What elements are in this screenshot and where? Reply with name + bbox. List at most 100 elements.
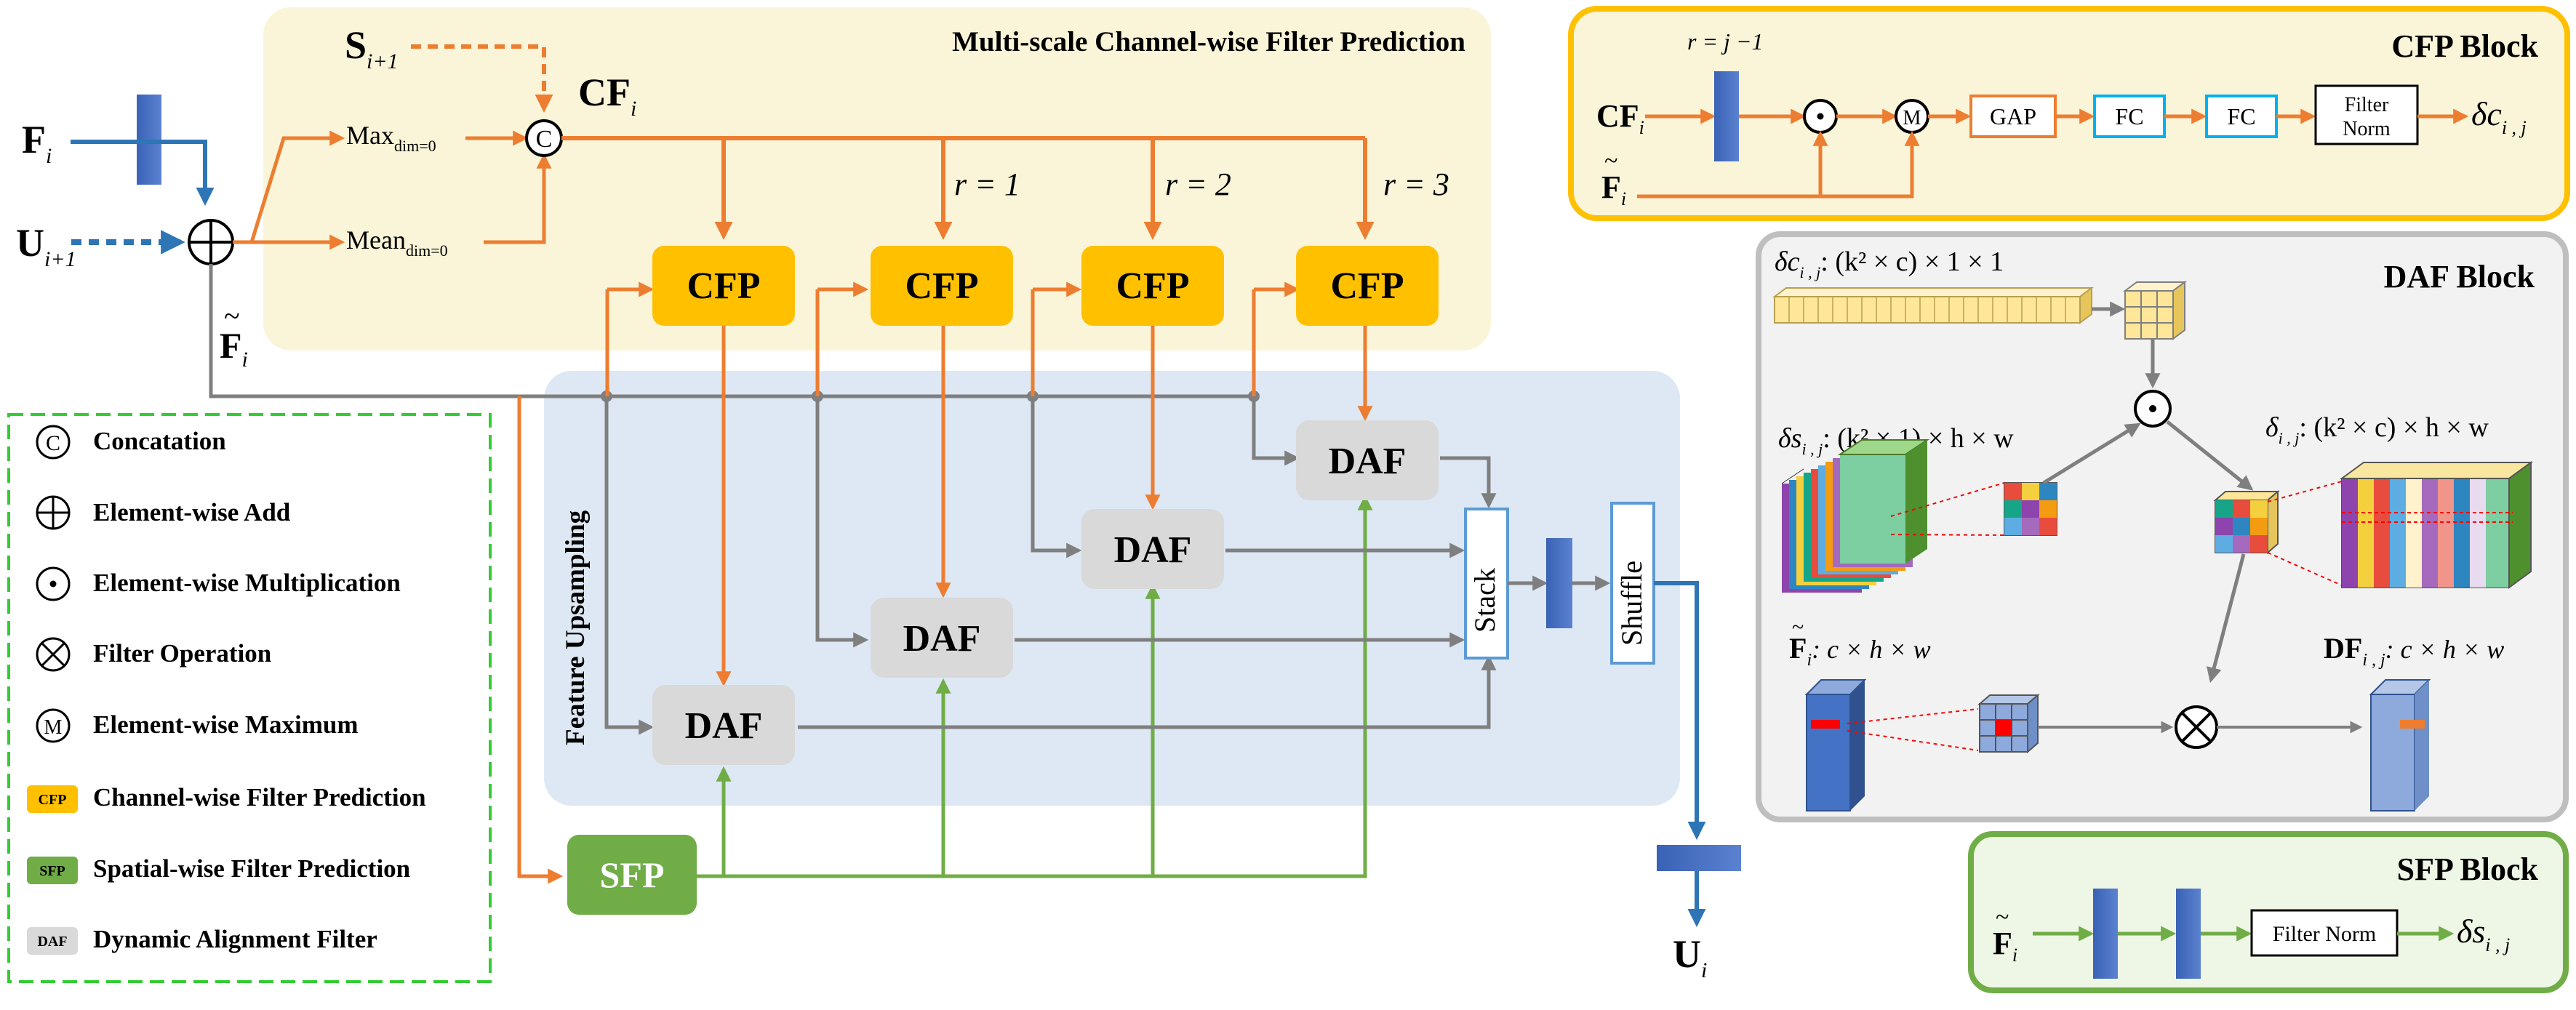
add-node: [188, 219, 234, 265]
feature-upsampling-label: Feature Upsampling: [561, 510, 591, 745]
svg-text:FC: FC: [2227, 103, 2255, 129]
shuffle-box: Shuffle: [1610, 502, 1655, 665]
cfp-box-4: CFP: [1296, 246, 1439, 326]
sfp-block-ftilde: Fi: [1993, 926, 2017, 966]
daf-block-filter-op: [2175, 705, 2218, 749]
spatial-filter-cube: [2004, 482, 2057, 536]
full-filter-volume: [2339, 461, 2534, 589]
cfp-block-feature-bar: [1714, 71, 1739, 161]
svg-text:DAF: DAF: [1114, 529, 1192, 571]
cfp-block-max: M: [1895, 99, 1929, 134]
cfp-block-output: δci , j: [2471, 95, 2527, 138]
daf-block-mul: [2134, 390, 2172, 428]
svg-text:CFP: CFP: [1330, 265, 1404, 307]
upsample-feature-bar: [1546, 538, 1572, 628]
sfp-block-bar-1: [2093, 889, 2118, 979]
sfp-box: SFP: [567, 835, 697, 915]
daf-block-df: DFi , j: c × h × w: [2324, 632, 2504, 670]
cfp-block-mul: [1803, 99, 1838, 134]
output-feature-block: [2369, 679, 2431, 811]
output-u: Ui: [1673, 932, 1707, 982]
svg-text:M: M: [44, 716, 63, 739]
svg-text:GAP: GAP: [1990, 103, 2036, 129]
max-op: Maxdim=0: [346, 121, 436, 155]
input-u: Ui+1: [16, 221, 76, 271]
concat-node: C: [525, 119, 563, 157]
cfp-block-fc-1: FC: [2093, 95, 2166, 138]
daf-box-3: DAF: [1081, 509, 1224, 589]
spatial-filter-stack: [1781, 439, 1930, 593]
daf-block-ftilde-mark: ~: [1792, 615, 1804, 639]
sfp-block-filter-norm: Filter Norm: [2250, 909, 2399, 957]
f-tilde-mark: ~: [224, 300, 240, 332]
legend-text-cfp: Channel-wise Filter Prediction: [93, 783, 426, 811]
daf-box-1: DAF: [652, 685, 795, 765]
cf-label: CFi: [578, 71, 636, 121]
legend-box: [7, 413, 492, 983]
svg-text:DAF: DAF: [1329, 441, 1407, 482]
f-tilde-label: Fi: [220, 325, 248, 372]
daf-box-4: DAF: [1296, 420, 1439, 500]
svg-text:C: C: [46, 431, 60, 455]
input-f: Fi: [22, 118, 52, 168]
svg-text:Filter Norm: Filter Norm: [2273, 922, 2377, 946]
svg-text:M: M: [1903, 107, 1921, 129]
svg-text:CFP: CFP: [905, 265, 978, 307]
local-patch-cube: [1977, 693, 2040, 754]
svg-text:Filter: Filter: [2345, 94, 2389, 116]
legend-text-max: Element-wise Maximum: [93, 710, 359, 739]
cfp-block-ftilde-mark: ~: [1604, 148, 1617, 175]
svg-text:DAF: DAF: [37, 934, 67, 950]
filter-prediction-title: Multi-scale Channel-wise Filter Predicti…: [952, 26, 1465, 57]
legend-filter-icon: [36, 637, 71, 672]
cfp-box-2: CFP: [871, 246, 1013, 326]
cfp-block-gap: GAP: [1969, 95, 2057, 138]
legend-text-sfp: Spatial-wise Filter Prediction: [93, 854, 410, 883]
cfp-block-ftilde: Fi: [1601, 169, 1626, 209]
r-label-2: r = 2: [1165, 167, 1231, 202]
cfp-block-title: CFP Block: [2391, 28, 2538, 64]
daf-block-d-label: δi , j: (k² × c) × h × w: [2265, 412, 2489, 447]
input-s: Si+1: [345, 23, 399, 73]
cfp-box-1: CFP: [652, 246, 795, 326]
cfp-block-r-label: r = j −1: [1687, 28, 1764, 55]
cfp-block-fc-2: FC: [2205, 95, 2278, 138]
legend-concat-icon: C: [36, 425, 71, 460]
legend-daf-icon: DAF: [27, 927, 78, 955]
output-feature-bar: [1657, 845, 1741, 871]
cfp-box-3: CFP: [1081, 246, 1224, 326]
r-label-1: r = 1: [954, 167, 1020, 202]
daf-block-title: DAF Block: [2384, 259, 2535, 294]
r-label-3: r = 3: [1383, 167, 1449, 202]
legend-text-add: Element-wise Add: [93, 498, 291, 526]
legend-text-filter: Filter Operation: [93, 639, 271, 668]
channel-filter-cube: [2123, 281, 2187, 340]
svg-text:FC: FC: [2115, 103, 2143, 129]
svg-text:Shuffle: Shuffle: [1615, 561, 1648, 646]
mean-op: Meandim=0: [346, 225, 448, 260]
legend-text-daf: Dynamic Alignment Filter: [93, 925, 377, 953]
combined-filter-cube: [2213, 489, 2280, 555]
sfp-block-ftilde-mark: ~: [1996, 904, 2009, 931]
legend-mul-icon: [36, 566, 71, 601]
sfp-block-bar-2: [2176, 889, 2201, 979]
legend-text-concat: Concatation: [93, 427, 226, 455]
legend-sfp-icon: SFP: [27, 857, 78, 884]
cfp-block-cf: CFi: [1596, 98, 1644, 138]
sfp-block-title: SFP Block: [2397, 851, 2539, 887]
legend-add-icon: [36, 495, 71, 530]
daf-block-panel: [1756, 231, 2569, 822]
svg-text:SFP: SFP: [600, 854, 665, 895]
stack-box: Stack: [1464, 508, 1509, 660]
daf-block-dc-label: δci , j: (k² × c) × 1 × 1: [1775, 247, 2004, 281]
daf-box-2: DAF: [871, 598, 1013, 678]
svg-text:SFP: SFP: [39, 863, 65, 879]
svg-text:DAF: DAF: [903, 618, 981, 660]
svg-text:DAF: DAF: [685, 705, 763, 747]
svg-text:Stack: Stack: [1468, 568, 1501, 633]
channel-filter-strip: [1772, 286, 2094, 324]
svg-text:CFP: CFP: [39, 792, 67, 808]
sfp-block-output: δsi , j: [2457, 913, 2510, 955]
